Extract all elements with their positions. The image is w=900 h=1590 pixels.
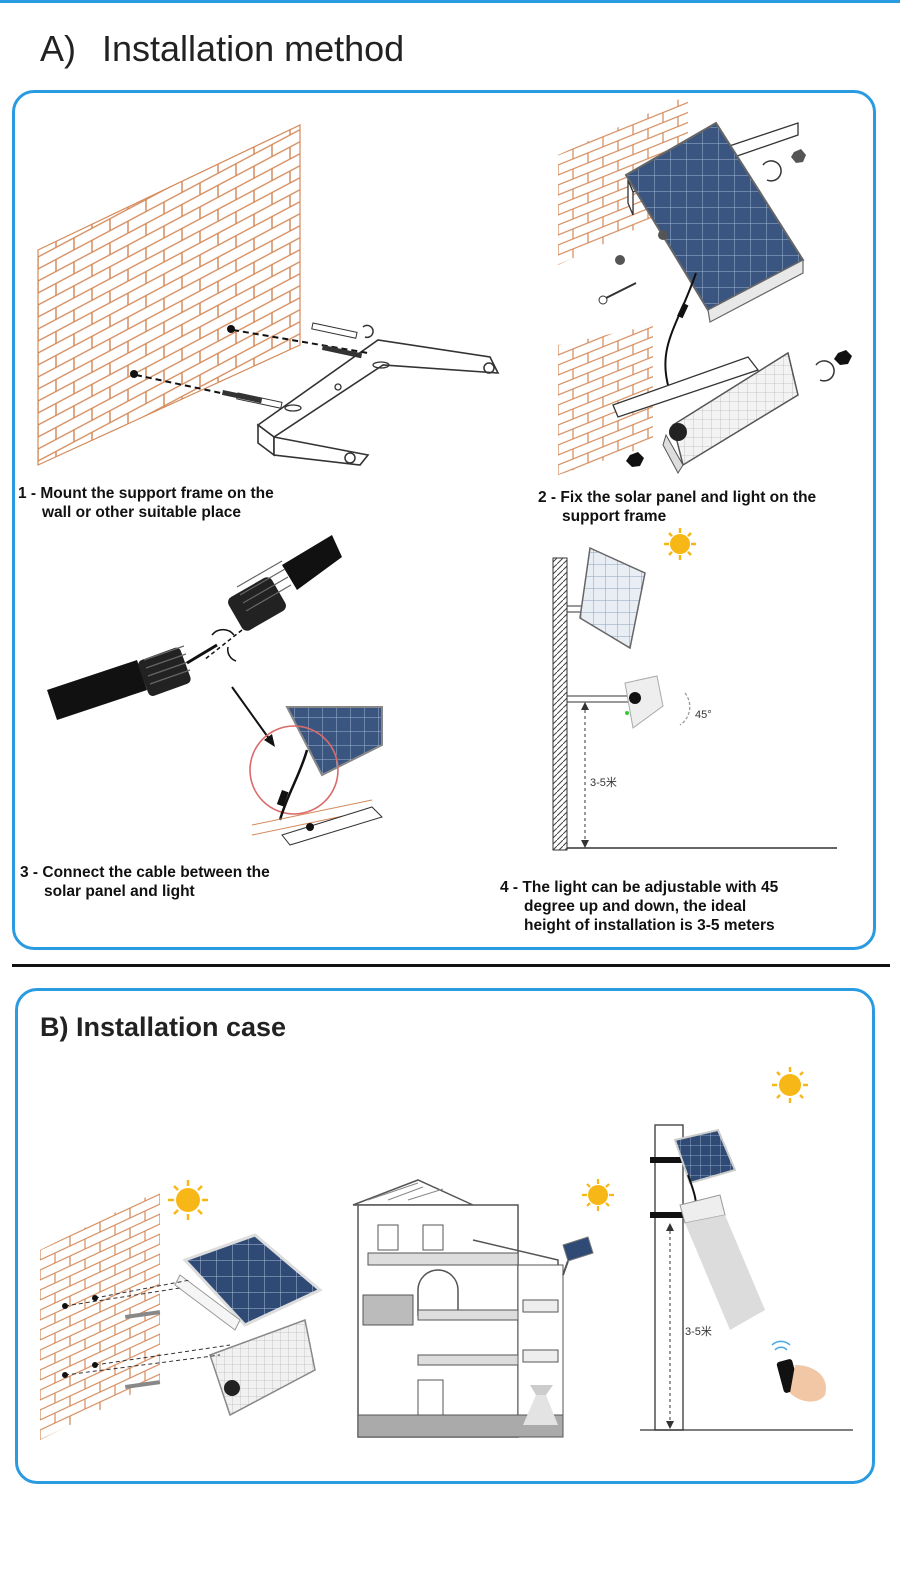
section-a-title: A)Installation method <box>40 28 404 70</box>
case3-pole-mount-illustration: 3-5米 <box>640 1065 855 1435</box>
angle-label: 45° <box>695 709 712 721</box>
sun-icon <box>772 1067 808 1103</box>
step3-connector-illustration <box>42 535 392 850</box>
case2-house-illustration <box>348 1175 623 1440</box>
pole-height-label: 3-5米 <box>685 1325 712 1338</box>
step2-caption: 2 - Fix the solar panel and light on the… <box>538 488 816 526</box>
section-divider <box>12 964 890 967</box>
sun-icon <box>168 1180 208 1220</box>
step1-wall-bracket-illustration <box>38 125 518 470</box>
step4-height-diagram: 45° 3-5米 <box>545 528 840 853</box>
height-label: 3-5米 <box>590 776 617 789</box>
case1-wall-mount-illustration <box>40 1180 340 1445</box>
sun-icon <box>582 1179 614 1211</box>
step3-caption: 3 - Connect the cable between the solar … <box>20 863 270 901</box>
section-b-title: B) Installation case <box>40 1012 286 1043</box>
step2-panel-light-illustration <box>558 95 858 480</box>
step4-caption: 4 - The light can be adjustable with 45 … <box>500 878 778 935</box>
sun-icon <box>664 528 696 560</box>
remote-control-icon <box>772 1341 826 1401</box>
step1-caption: 1 - Mount the support frame on the wall … <box>18 484 274 522</box>
top-accent-rule <box>0 0 900 3</box>
